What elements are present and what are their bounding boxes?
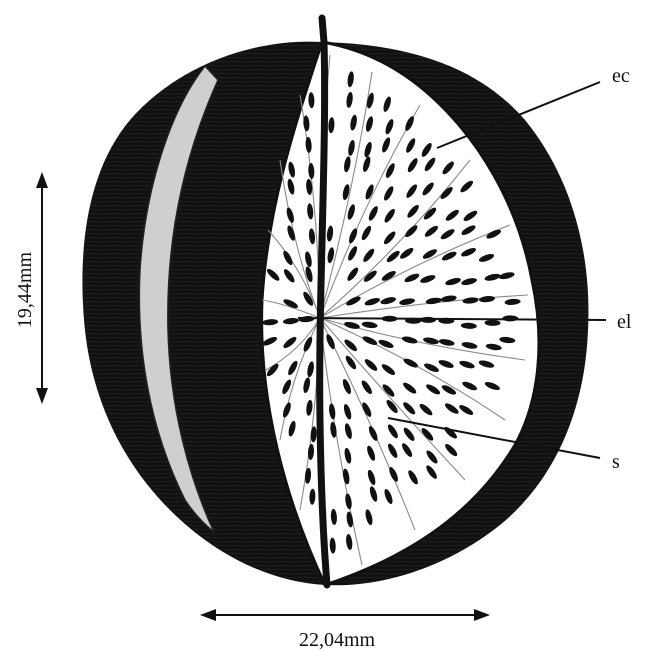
label-s: s bbox=[612, 451, 620, 473]
height-dimension-label: 19,44mm bbox=[14, 252, 36, 329]
height-dimension-arrow bbox=[36, 172, 48, 404]
label-el: el bbox=[617, 311, 632, 333]
width-dimension-arrow bbox=[200, 609, 490, 621]
width-dimension-label: 22,04mm bbox=[299, 629, 376, 651]
label-ec: ec bbox=[612, 65, 630, 87]
